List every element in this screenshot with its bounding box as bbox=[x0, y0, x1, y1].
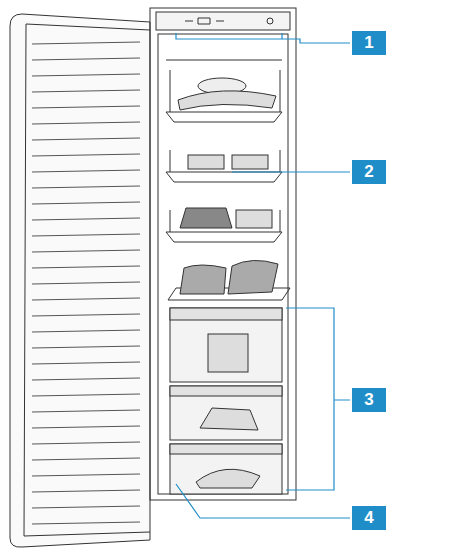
drawer bbox=[170, 444, 282, 494]
shelf bbox=[166, 150, 282, 182]
food bbox=[200, 408, 258, 430]
drawer-front bbox=[170, 386, 282, 396]
ice-tray bbox=[232, 155, 268, 169]
door-slats bbox=[32, 42, 140, 524]
door-inner bbox=[24, 24, 150, 536]
door-outline bbox=[10, 14, 150, 547]
food bbox=[208, 334, 248, 372]
food bbox=[196, 469, 260, 488]
food bbox=[236, 210, 272, 228]
drawer bbox=[170, 308, 282, 382]
drawer-front bbox=[170, 308, 282, 320]
cabinet-interior bbox=[158, 34, 288, 494]
callout-number: 2 bbox=[352, 160, 386, 184]
callout-number: 1 bbox=[352, 31, 386, 55]
leader-line bbox=[232, 171, 350, 172]
food-bag bbox=[180, 265, 226, 294]
food bbox=[180, 208, 232, 228]
callout-number: 4 bbox=[352, 506, 386, 530]
ice-tray bbox=[188, 155, 224, 169]
food-bag bbox=[228, 260, 278, 294]
shelf bbox=[166, 60, 282, 122]
food bbox=[178, 91, 276, 110]
drawer bbox=[170, 386, 282, 440]
callout-number: 3 bbox=[352, 388, 386, 412]
bracket bbox=[286, 308, 350, 490]
panel-button bbox=[267, 18, 273, 24]
panel-symbols bbox=[185, 18, 224, 24]
drawer-front bbox=[170, 444, 282, 454]
leader-line bbox=[176, 484, 350, 518]
leader-line bbox=[176, 33, 350, 43]
control-panel bbox=[156, 12, 290, 30]
cabinet bbox=[150, 8, 296, 500]
